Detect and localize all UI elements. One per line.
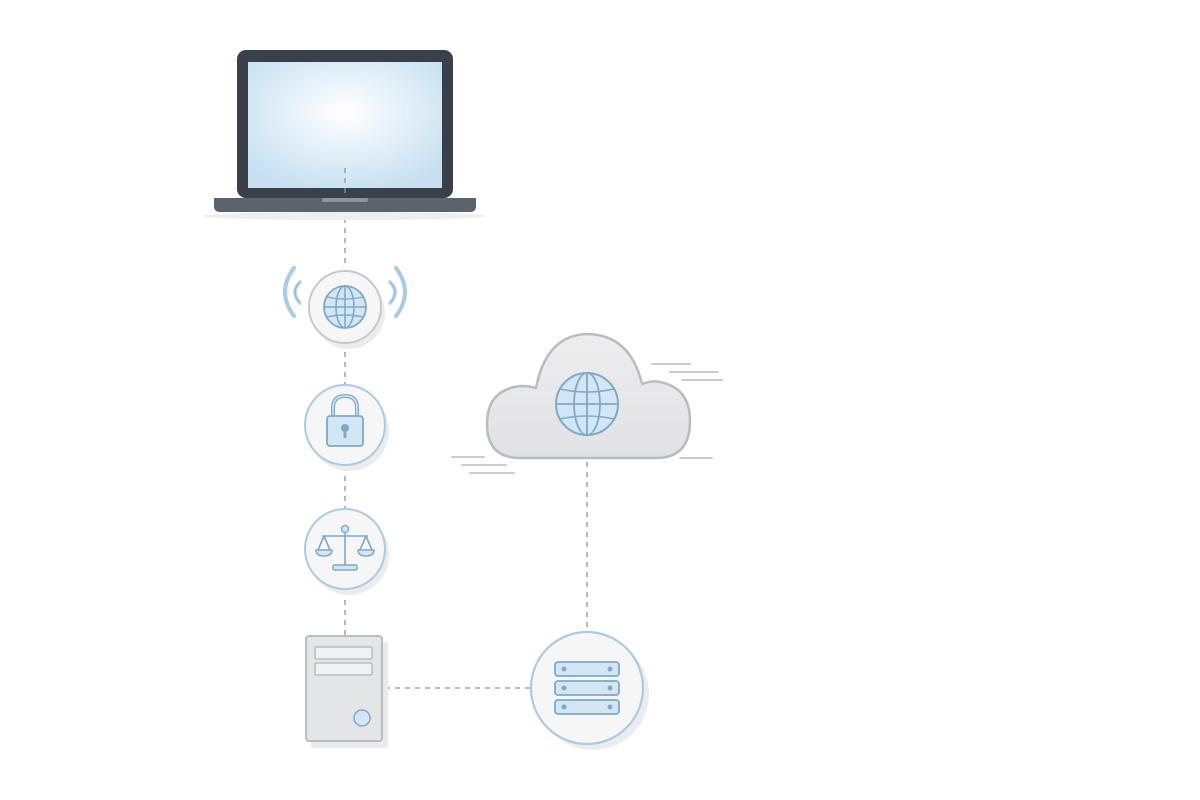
padlock-icon (304, 384, 389, 471)
cloud-globe-icon (451, 332, 723, 474)
scales-icon (304, 508, 389, 595)
wifi-globe-icon (283, 266, 407, 349)
laptop-icon (203, 50, 487, 220)
server-tower-icon (305, 635, 388, 748)
database-stack-icon (529, 630, 649, 750)
